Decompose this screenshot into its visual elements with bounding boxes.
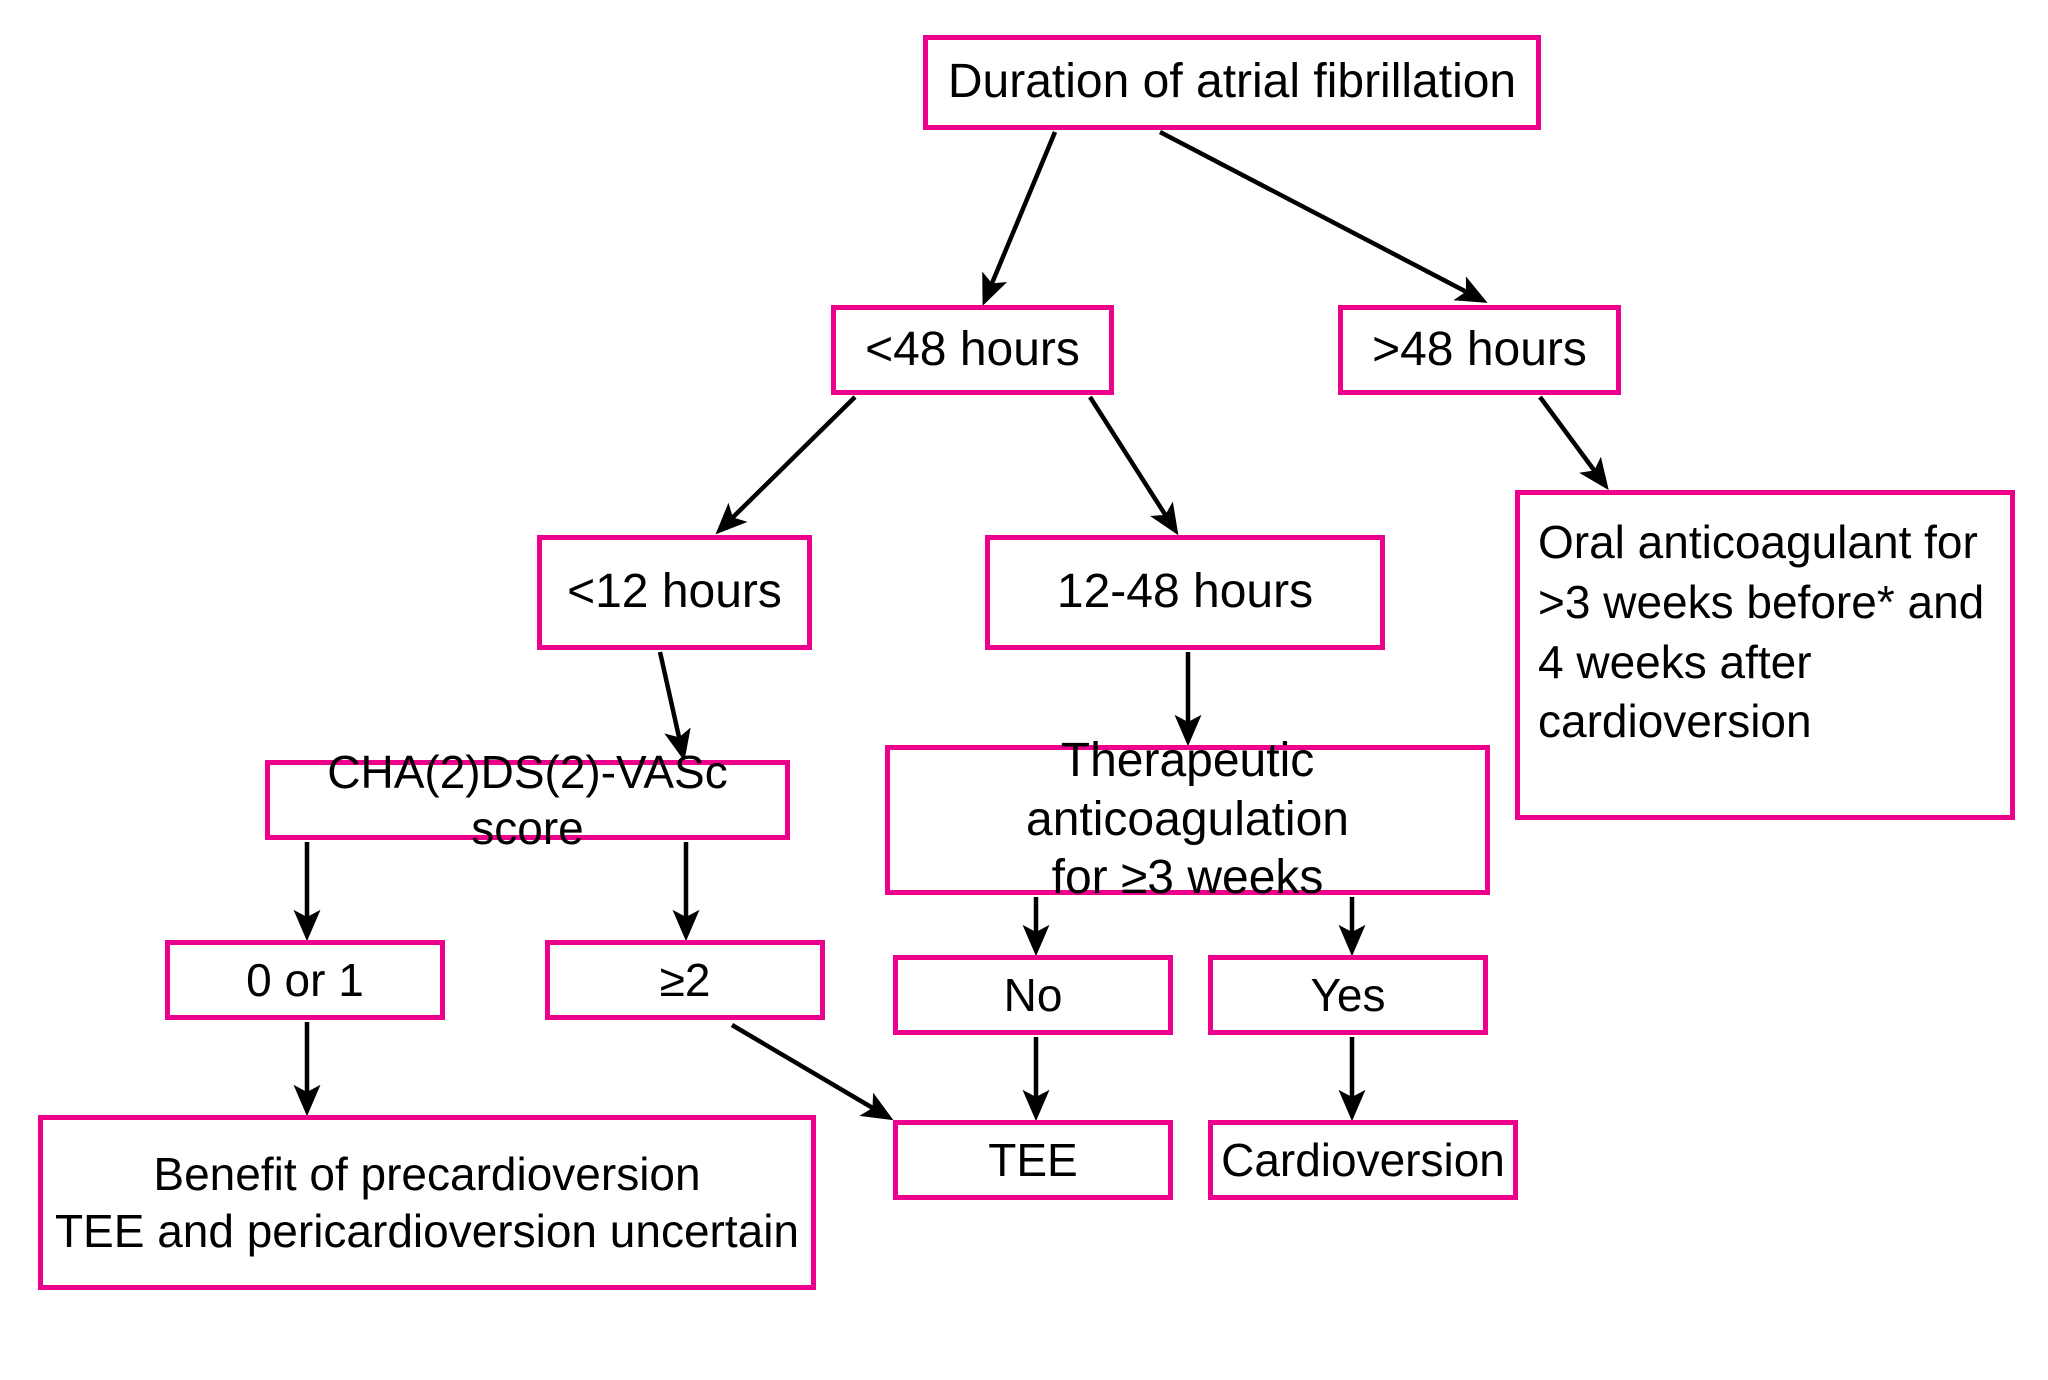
- flow-node-label: TEE: [988, 1133, 1078, 1186]
- flow-node-gt48[interactable]: >48 hours: [1338, 305, 1621, 395]
- flow-node-label: Therapeutic anticoagulation for ≥3 weeks: [1026, 734, 1349, 905]
- flow-node-label: Cardioversion: [1221, 1133, 1505, 1186]
- flow-node-label: Yes: [1310, 968, 1386, 1021]
- flow-node-cardioversion[interactable]: Cardioversion: [1208, 1120, 1518, 1200]
- flow-edge-duration-to-lt48: [982, 131, 1058, 306]
- flow-edge-duration-to-gt48: [1158, 130, 1488, 303]
- flow-node-score_0_1[interactable]: 0 or 1: [165, 940, 445, 1020]
- flow-node-benefit[interactable]: Benefit of precardioversion TEE and peri…: [38, 1115, 816, 1290]
- flow-node-duration[interactable]: Duration of atrial fibrillation: [923, 35, 1541, 130]
- flow-node-yes[interactable]: Yes: [1208, 955, 1488, 1035]
- flow-node-label: <12 hours: [567, 565, 782, 619]
- flow-node-label: >48 hours: [1372, 322, 1587, 376]
- flow-node-label: Benefit of precardioversion TEE and peri…: [54, 1148, 800, 1257]
- flow-node-h12_48[interactable]: 12-48 hours: [985, 535, 1385, 650]
- flow-node-label: No: [1003, 968, 1063, 1021]
- flow-node-ther_ac[interactable]: Therapeutic anticoagulation for ≥3 weeks: [885, 734, 1490, 904]
- flow-node-chads[interactable]: CHA(2)DS(2)-VASc score: [265, 746, 790, 854]
- flow-node-lt12[interactable]: <12 hours: [537, 535, 812, 650]
- flow-node-label: Oral anticoagulant for >3 weeks before* …: [1538, 516, 1985, 748]
- flow-edge-gt48-to-oral-ac: [1538, 395, 1609, 491]
- flow-node-label: <48 hours: [865, 322, 1080, 376]
- flow-node-label: ≥2: [659, 953, 711, 1006]
- flow-edge-lt12-to-chads: [657, 651, 691, 762]
- flow-node-oral_ac[interactable]: Oral anticoagulant for >3 weeks before* …: [1515, 490, 2015, 820]
- flow-edge-lt48-to-12-48: [1088, 395, 1179, 536]
- flow-edge-ge2-to-tee: [730, 1023, 894, 1121]
- flow-node-tee[interactable]: TEE: [893, 1120, 1173, 1200]
- flow-node-label: 0 or 1: [246, 953, 364, 1006]
- flow-node-label: Duration of atrial fibrillation: [947, 55, 1517, 109]
- flow-node-label: 12-48 hours: [1056, 565, 1314, 619]
- flow-edge-lt48-to-lt12: [715, 395, 857, 535]
- flow-node-score_ge2[interactable]: ≥2: [545, 940, 825, 1020]
- flow-node-label: CHA(2)DS(2)-VASc score: [327, 745, 728, 854]
- flow-node-no[interactable]: No: [893, 955, 1173, 1035]
- flow-node-lt48[interactable]: <48 hours: [831, 305, 1114, 395]
